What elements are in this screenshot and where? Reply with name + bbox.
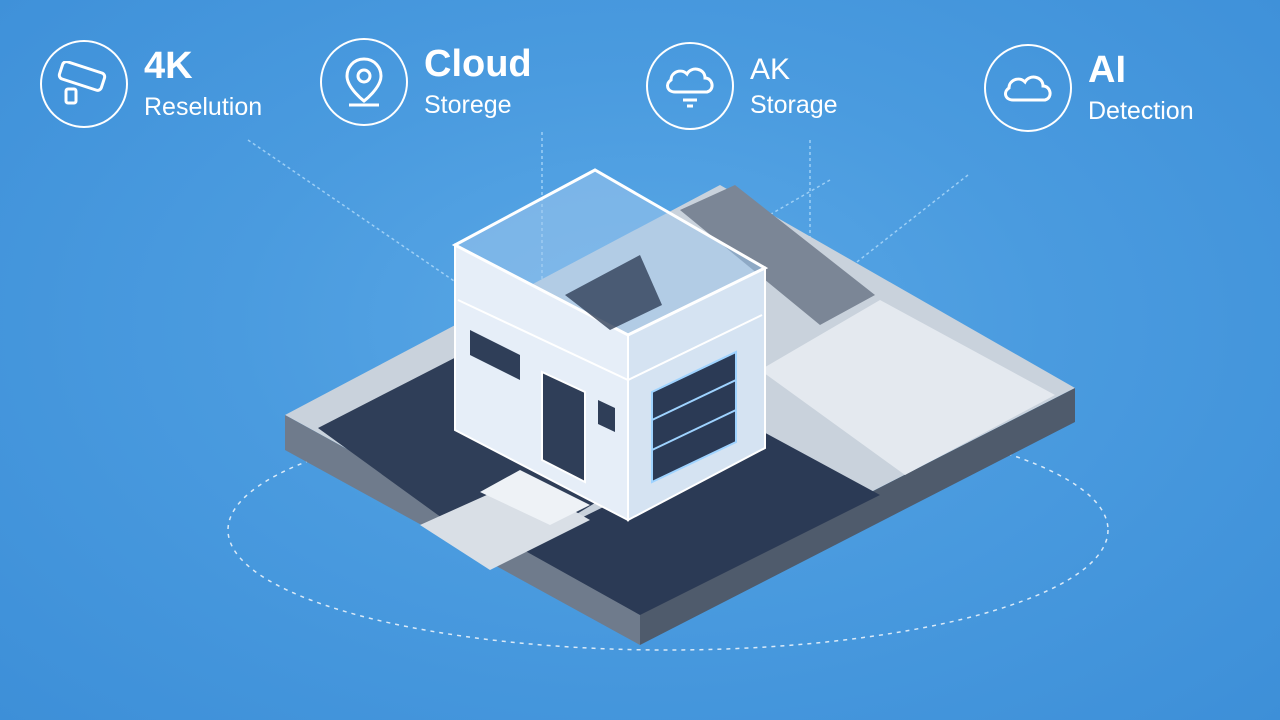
cloud-signal-icon (646, 42, 734, 130)
feature-subtitle: Storage (750, 90, 838, 119)
feature-cloud-storage: Cloud Storege (320, 38, 532, 126)
feature-ai-detection: AI Detection (984, 44, 1194, 132)
feature-title: AI (1088, 49, 1126, 92)
feature-4k-resolution: 4K Reselution (40, 40, 262, 128)
map-pin-icon (320, 38, 408, 126)
feature-ak-storage: AK Storage (646, 42, 838, 130)
orbit-dashed-ellipse (227, 409, 1109, 651)
building (451, 168, 769, 522)
security-camera-icon (40, 40, 128, 128)
feature-title: 4K (144, 45, 193, 88)
feature-title: Cloud (424, 43, 532, 86)
feature-subtitle: Reselution (144, 93, 263, 122)
cloud-icon (984, 44, 1072, 132)
feature-title: AK (750, 52, 791, 86)
feature-subtitle: Detection (1088, 97, 1194, 126)
feature-subtitle: Storege (424, 91, 512, 120)
